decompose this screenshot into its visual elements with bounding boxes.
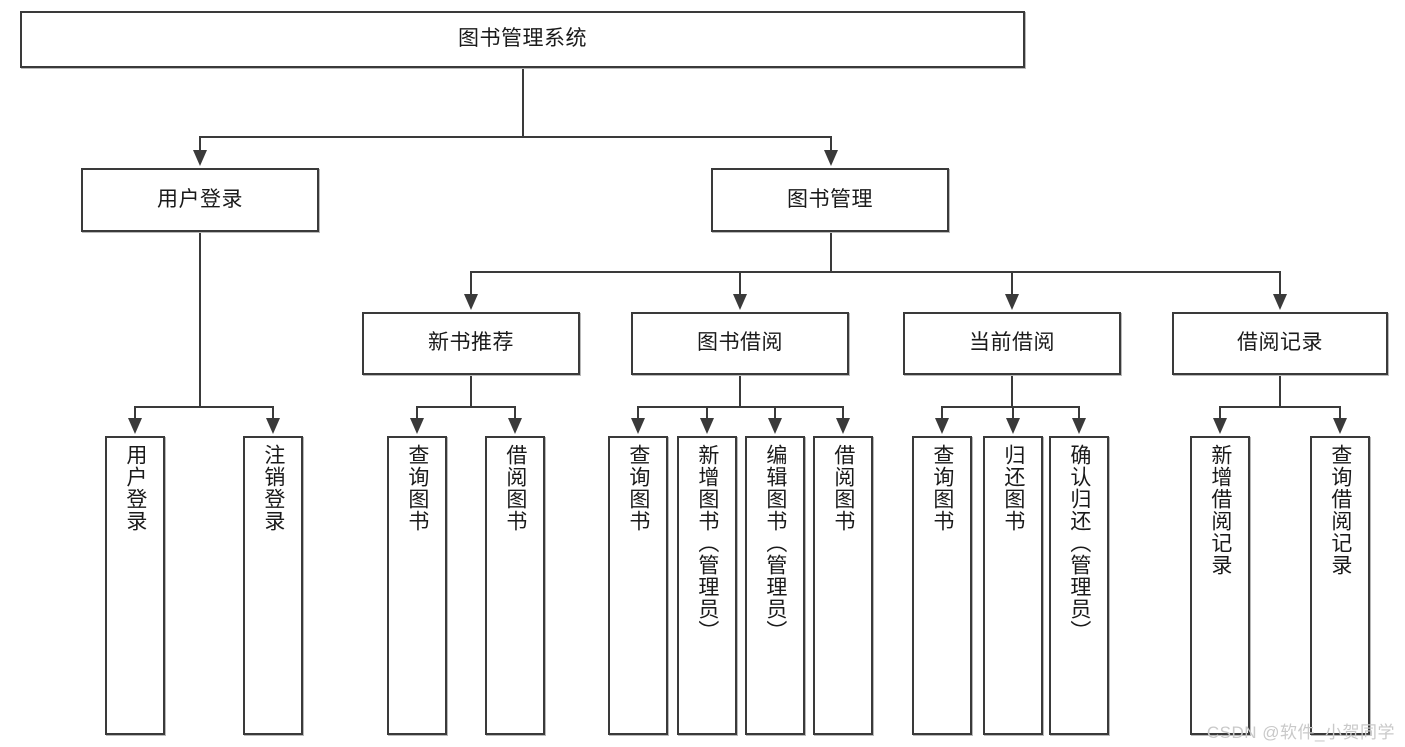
arrowhead-borrow-leaf-1 (631, 418, 645, 434)
node-label: 图书管理系统 (458, 27, 587, 51)
connector-borrow-bus (637, 406, 844, 408)
connector-current-to-leaf-2 (1012, 406, 1014, 420)
node-label: 用户登录 (157, 187, 243, 211)
connector-user-login-to-leaf-2 (272, 406, 274, 420)
node-label: 图书管理 (787, 187, 873, 211)
node-leaf-user-login[interactable]: 用户登录 (105, 436, 165, 735)
node-label: 查询图书 (930, 444, 954, 532)
connector-new-books-to-leaf-1 (416, 406, 418, 420)
node-leaf-query-books-new[interactable]: 查询图书 (387, 436, 447, 735)
node-current-borrowing[interactable]: 当前借阅 (903, 312, 1121, 375)
connector-records-to-leaf-1 (1219, 406, 1221, 420)
connector-book-mgmt-to-borrow (739, 271, 741, 296)
node-leaf-borrow-books[interactable]: 借阅图书 (813, 436, 873, 735)
connector-root-stem (522, 68, 524, 136)
node-label: 查询图书 (626, 444, 650, 532)
arrowhead-user-login-leaf-1 (128, 418, 142, 434)
arrowhead-current-leaf-1 (935, 418, 949, 434)
node-leaf-query-books-current[interactable]: 查询图书 (912, 436, 972, 735)
connector-new-books-bus (416, 406, 515, 408)
arrowhead-records-leaf-1 (1213, 418, 1227, 434)
connector-borrow-to-leaf-3 (774, 406, 776, 420)
arrowhead-user-login-leaf-2 (266, 418, 280, 434)
arrowhead-book-mgmt-records (1273, 294, 1287, 310)
connector-current-to-leaf-1 (941, 406, 943, 420)
connector-borrow-to-leaf-4 (842, 406, 844, 420)
node-borrow-records[interactable]: 借阅记录 (1172, 312, 1388, 375)
node-label: 查询借阅记录 (1328, 444, 1352, 576)
arrowhead-book-mgmt-borrow (733, 294, 747, 310)
csdn-watermark: CSDN @软件_小贺同学 (1206, 723, 1395, 742)
node-book-management[interactable]: 图书管理 (711, 168, 949, 232)
node-label: 当前借阅 (969, 331, 1055, 355)
arrowhead-book-mgmt-current (1005, 294, 1019, 310)
node-label: 归还图书 (1001, 444, 1025, 532)
arrowhead-root-to-user-login (193, 150, 207, 166)
node-leaf-borrow-books-new[interactable]: 借阅图书 (485, 436, 545, 735)
connector-records-bus (1219, 406, 1340, 408)
node-label: 图书借阅 (697, 331, 783, 355)
connector-new-books-stem (470, 375, 472, 406)
node-label: 新增借阅记录 (1208, 444, 1232, 576)
connector-book-mgmt-stem (830, 232, 832, 271)
arrowhead-borrow-leaf-4 (836, 418, 850, 434)
connector-records-to-leaf-2 (1339, 406, 1341, 420)
node-leaf-add-book-admin[interactable]: 新增图书（管理员） (677, 436, 737, 735)
connector-new-books-to-leaf-2 (514, 406, 516, 420)
connector-book-mgmt-to-new-books (470, 271, 472, 296)
node-leaf-return-books[interactable]: 归还图书 (983, 436, 1043, 735)
node-label: 借阅图书 (831, 444, 855, 532)
connector-user-login-stem (199, 232, 201, 406)
arrowhead-new-books-leaf-1 (410, 418, 424, 434)
node-label: 用户登录 (123, 444, 147, 532)
connector-book-mgmt-to-records (1279, 271, 1281, 296)
connector-root-to-book-mgmt (830, 136, 832, 154)
node-leaf-query-borrow-record[interactable]: 查询借阅记录 (1310, 436, 1370, 735)
node-label: 编辑图书（管理员） (763, 444, 787, 642)
node-leaf-logout[interactable]: 注销登录 (243, 436, 303, 735)
node-leaf-query-books-borrow[interactable]: 查询图书 (608, 436, 668, 735)
node-label: 借阅记录 (1237, 331, 1323, 355)
connector-borrow-to-leaf-1 (637, 406, 639, 420)
node-leaf-edit-book-admin[interactable]: 编辑图书（管理员） (745, 436, 805, 735)
node-leaf-add-borrow-record[interactable]: 新增借阅记录 (1190, 436, 1250, 735)
node-book-borrowing[interactable]: 图书借阅 (631, 312, 849, 375)
arrowhead-borrow-leaf-3 (768, 418, 782, 434)
connector-borrow-stem (739, 375, 741, 406)
node-root-book-management-system[interactable]: 图书管理系统 (20, 11, 1025, 68)
node-label: 借阅图书 (503, 444, 527, 532)
node-user-login[interactable]: 用户登录 (81, 168, 319, 232)
connector-book-mgmt-to-current (1011, 271, 1013, 296)
connector-borrow-to-leaf-2 (706, 406, 708, 420)
arrowhead-borrow-leaf-2 (700, 418, 714, 434)
node-label: 确认归还（管理员） (1067, 444, 1091, 642)
arrowhead-book-mgmt-new-books (464, 294, 478, 310)
arrowhead-records-leaf-2 (1333, 418, 1347, 434)
node-new-book-recommendation[interactable]: 新书推荐 (362, 312, 580, 375)
connector-book-mgmt-bus (470, 271, 1280, 273)
connector-user-login-to-leaf-1 (134, 406, 136, 420)
arrowhead-current-leaf-2 (1006, 418, 1020, 434)
connector-current-bus (941, 406, 1080, 408)
connector-user-login-bus (134, 406, 273, 408)
connector-root-to-user-login (199, 136, 201, 154)
node-label: 新增图书（管理员） (695, 444, 719, 642)
arrowhead-new-books-leaf-2 (508, 418, 522, 434)
connector-records-stem (1279, 375, 1281, 406)
node-leaf-confirm-return-admin[interactable]: 确认归还（管理员） (1049, 436, 1109, 735)
node-label: 新书推荐 (428, 331, 514, 355)
connector-current-to-leaf-3 (1078, 406, 1080, 420)
connector-current-stem (1011, 375, 1013, 406)
arrowhead-root-to-book-mgmt (824, 150, 838, 166)
arrowhead-current-leaf-3 (1072, 418, 1086, 434)
node-label: 注销登录 (261, 444, 285, 532)
node-label: 查询图书 (405, 444, 429, 532)
connector-root-bus (199, 136, 831, 138)
